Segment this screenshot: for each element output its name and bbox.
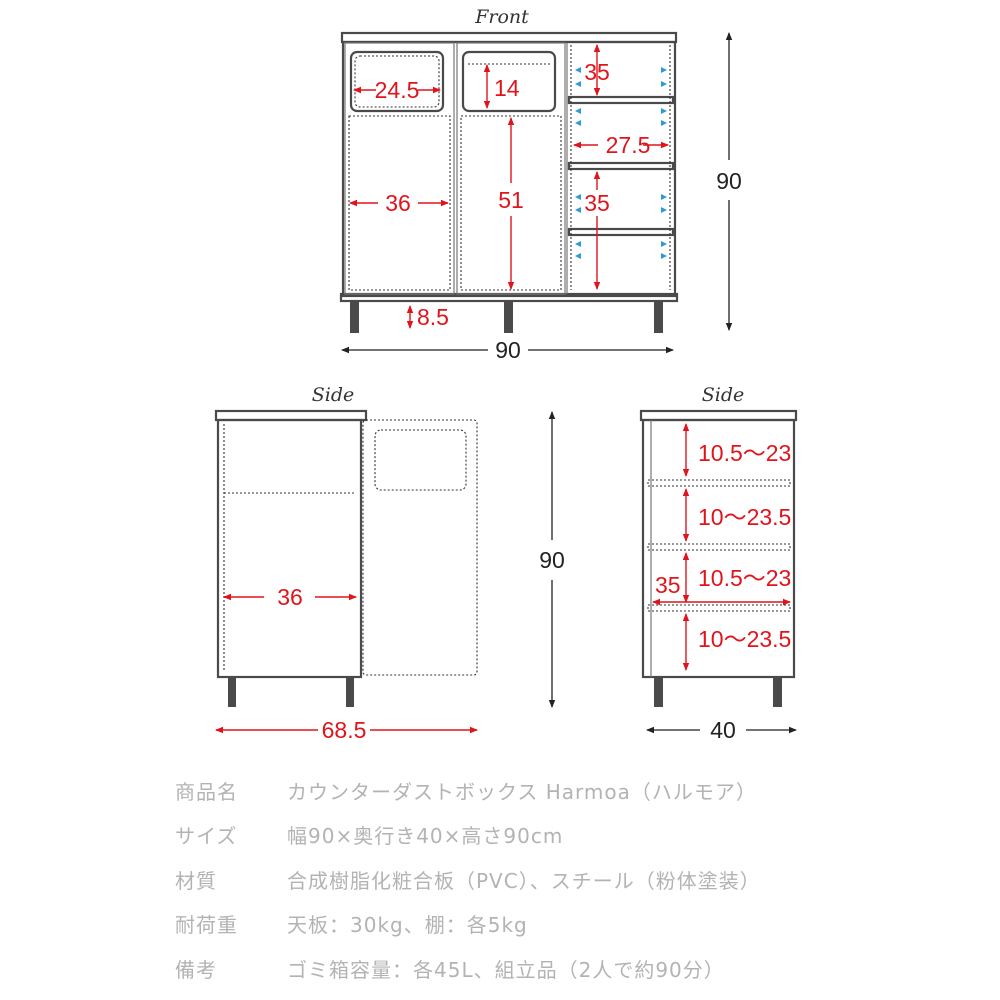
front-view-title: Front (474, 6, 529, 28)
spec-label: 備考 (175, 957, 217, 982)
front-door-left (344, 42, 455, 295)
side-right-shelf-1 (647, 479, 791, 487)
front-door-height-label: 51 (498, 187, 524, 213)
side-left-open-door-window (374, 429, 467, 491)
front-door-right (456, 42, 566, 295)
side-right-depth-inner-label: 35 (655, 572, 681, 598)
side-right-shelf2-label: 10～23.5 (698, 504, 791, 530)
spec-label: 商品名 (175, 779, 238, 804)
front-top-board (340, 31, 678, 44)
spec-label: 材質 (175, 868, 217, 893)
side-view-left: Side 36 68.5 90 (214, 384, 565, 743)
front-total-width-label: 90 (495, 337, 521, 363)
front-shelf-1 (567, 95, 675, 105)
front-door-right-inner (460, 115, 562, 291)
front-total-height-label: 90 (716, 168, 742, 194)
side-right-shelf-3 (647, 604, 791, 612)
front-leg-right (654, 301, 663, 333)
front-door-left-window (349, 50, 445, 113)
front-door-right-window (461, 50, 557, 113)
spec-value: 天板：30kg、棚：各5kg (287, 913, 528, 938)
side-left-leg-2 (346, 677, 354, 707)
spec-row-product-name: 商品名 カウンターダストボックス Harmoa（ハルモア） (175, 768, 975, 813)
front-shelf-2 (567, 161, 675, 171)
side-right-leg-1 (654, 677, 663, 707)
front-window-height-label: 14 (494, 75, 520, 101)
front-leg-center (504, 301, 513, 333)
side-left-door-width-label: 36 (277, 584, 303, 610)
side-height-label: 90 (539, 547, 565, 573)
front-shelf-3 (567, 227, 675, 237)
side-right-shelf4-label: 10～23.5 (698, 626, 791, 652)
side-view-right: Side 10.5～23 10～23.5 10.5～23 35 10～23.5 … (639, 384, 798, 743)
front-leg-left (350, 301, 359, 333)
spec-label: サイズ (175, 824, 238, 849)
spec-label: 耐荷重 (175, 913, 238, 938)
front-base (339, 292, 679, 303)
front-shelf-top-label: 35 (584, 59, 610, 85)
side-right-shelf1-label: 10.5～23 (698, 440, 791, 466)
front-door-width-label: 36 (385, 190, 411, 216)
side-left-open-depth-label: 68.5 (322, 717, 367, 743)
side-left-top-board (214, 409, 368, 422)
front-door-left-inner (348, 115, 451, 291)
side-right-title: Side (702, 384, 745, 406)
side-left-body (216, 418, 363, 679)
spec-value: 合成樹脂化粧合板（PVC）、スチール（粉体塗装） (287, 868, 761, 893)
side-right-shelf-2 (647, 543, 791, 551)
side-right-leg-2 (773, 677, 782, 707)
front-window-width-label: 24.5 (375, 77, 420, 103)
side-right-depth-total-label: 40 (710, 717, 736, 743)
spec-value: ゴミ箱容量：各45L、組立品（2人で約90分） (287, 957, 725, 982)
spec-value: カウンターダストボックス Harmoa（ハルモア） (287, 779, 757, 804)
front-body (341, 40, 677, 298)
front-leg-height-label: 8.5 (417, 304, 449, 330)
front-view: Front (339, 6, 742, 363)
spec-row-material: 材質 合成樹脂化粧合板（PVC）、スチール（粉体塗装） (175, 857, 975, 902)
front-shelf-mid-label: 35 (584, 190, 610, 216)
side-right-top-board (639, 409, 798, 422)
spec-row-size: サイズ 幅90×奥行き40×高さ90cm (175, 813, 975, 858)
shelf-pin-arrows (575, 67, 667, 259)
spec-table: 商品名 カウンターダストボックス Harmoa（ハルモア） サイズ 幅90×奥行… (175, 768, 975, 991)
side-left-leg-1 (228, 677, 236, 707)
side-left-title: Side (312, 384, 355, 406)
spec-row-load-capacity: 耐荷重 天板：30kg、棚：各5kg (175, 902, 975, 947)
spec-value: 幅90×奥行き40×高さ90cm (287, 824, 564, 849)
side-right-shelf3-label: 10.5～23 (698, 565, 791, 591)
side-left-open-door (362, 419, 478, 676)
spec-row-notes: 備考 ゴミ箱容量：各45L、組立品（2人で約90分） (175, 946, 975, 991)
side-right-body (641, 418, 796, 679)
front-shelf-width-label: 27.5 (606, 132, 651, 158)
dimension-drawing: Front (214, 6, 798, 743)
